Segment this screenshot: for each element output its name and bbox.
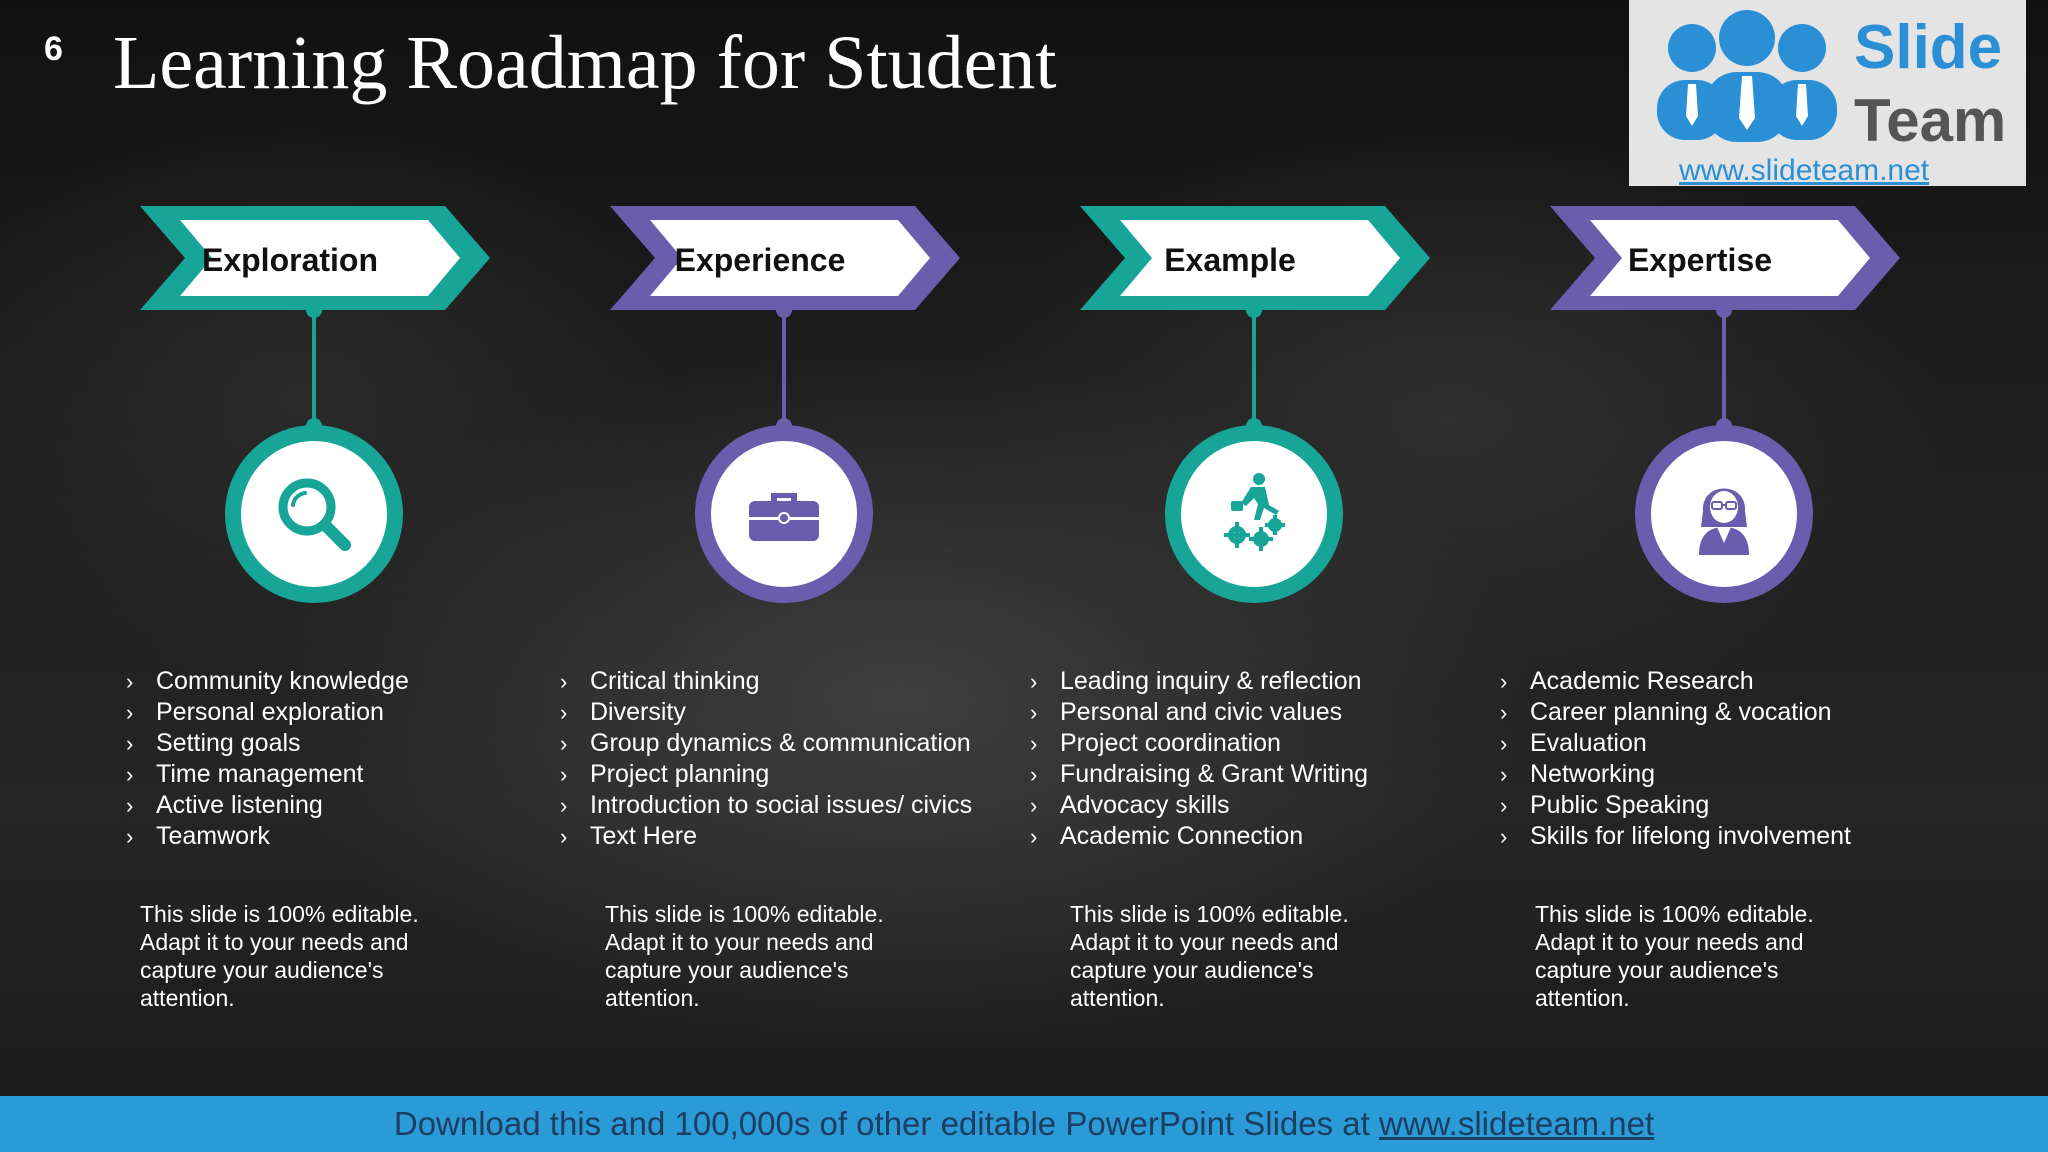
logo-url-link[interactable]: www.slideteam.net [1679, 154, 1930, 187]
list-item: Public Speaking [1500, 790, 1851, 821]
stage-example: Example [1030, 200, 1490, 1040]
list-item: Personal exploration [126, 697, 409, 728]
slide-title: Learning Roadmap for Student [113, 21, 1057, 105]
icon-circle [1165, 425, 1343, 603]
list-item: Academic Research [1500, 666, 1851, 697]
connector-dot [776, 302, 792, 318]
stage-description: This slide is 100% editable. Adapt it to… [605, 901, 884, 1011]
list-item: Fundraising & Grant Writing [1030, 759, 1368, 790]
list-item: Text Here [560, 821, 972, 852]
stage-label: Expertise [1627, 242, 1773, 278]
logo-text-team: Team [1854, 87, 2007, 154]
stage-label: Experience [674, 242, 846, 278]
list-item: Career planning & vocation [1500, 697, 1851, 728]
briefcase-icon [749, 493, 819, 541]
stage-exploration: Exploration Community knowledge Personal… [90, 200, 550, 1040]
person-on-gears-icon [1224, 473, 1285, 551]
stage-description: This slide is 100% editable. Adapt it to… [1070, 901, 1349, 1011]
list-item: Networking [1500, 759, 1851, 790]
people-logo-icon [1657, 10, 1837, 142]
list-item: Active listening [126, 790, 409, 821]
list-item: Leading inquiry & reflection [1030, 666, 1368, 697]
list-item: Teamwork [126, 821, 409, 852]
professional-woman-icon [1699, 488, 1749, 555]
footer-banner: Download this and 100,000s of other edit… [0, 1096, 2048, 1152]
list-item: Academic Connection [1030, 821, 1368, 852]
chevron-banner [1080, 206, 1430, 310]
list-item: Personal and civic values [1030, 697, 1368, 728]
list-item: Introduction to social issues/ civics [560, 790, 972, 821]
list-item: Project planning [560, 759, 972, 790]
bullet-list: Leading inquiry & reflection Personal an… [1030, 666, 1368, 852]
list-item: Evaluation [1500, 728, 1851, 759]
list-item: Group dynamics & communication [560, 728, 972, 759]
stage-description: This slide is 100% editable. Adapt it to… [140, 901, 419, 1011]
footer-link[interactable]: www.slideteam.net [1379, 1105, 1655, 1142]
stage-label: Example [1164, 242, 1296, 278]
chevron-banner [1550, 206, 1900, 310]
connector-dot [1716, 302, 1732, 318]
list-item: Project coordination [1030, 728, 1368, 759]
list-item: Critical thinking [560, 666, 972, 697]
stage-experience: Experience Critical thinking Diversity G… [560, 200, 1020, 1040]
stage-label: Exploration [201, 242, 378, 278]
bullet-list: Academic Research Career planning & voca… [1500, 666, 1851, 852]
chevron-banner [610, 206, 960, 310]
slide-number: 6 [44, 30, 63, 68]
list-item: Time management [126, 759, 409, 790]
logo-text-slide: Slide [1854, 13, 2003, 82]
bullet-list: Community knowledge Personal exploration… [126, 666, 409, 852]
magnifying-glass-icon [278, 478, 351, 551]
footer-text: Download this and 100,000s of other edit… [393, 1105, 1379, 1142]
list-item: Skills for lifelong involvement [1500, 821, 1851, 852]
chevron-banner [140, 206, 490, 310]
list-item: Diversity [560, 697, 972, 728]
icon-circle [225, 425, 403, 603]
stage-description: This slide is 100% editable. Adapt it to… [1535, 901, 1814, 1011]
icon-circle [1635, 425, 1813, 603]
list-item: Community knowledge [126, 666, 409, 697]
list-item: Setting goals [126, 728, 409, 759]
connector-dot [306, 302, 322, 318]
connector-dot [1246, 302, 1262, 318]
slideteam-logo[interactable]: Slide Team www.slideteam.net [1629, 0, 2026, 187]
icon-circle [695, 425, 873, 603]
stage-expertise: Expertise Academic Research Career plann… [1500, 200, 1960, 1040]
list-item: Advocacy skills [1030, 790, 1368, 821]
bullet-list: Critical thinking Diversity Group dynami… [560, 666, 972, 852]
